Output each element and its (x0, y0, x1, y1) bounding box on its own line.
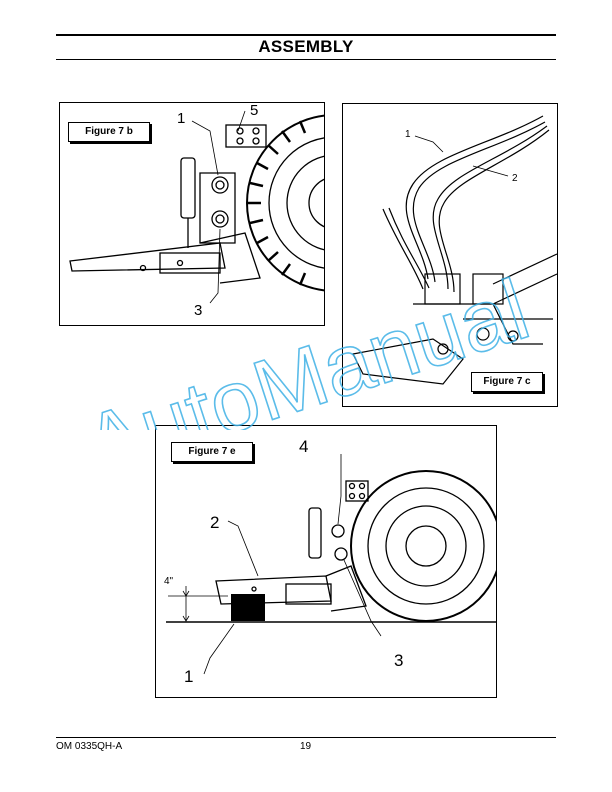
figure-7c: 1 2 Figure 7 c (342, 103, 558, 407)
support-block (231, 594, 265, 621)
footer-page-number: 19 (300, 741, 312, 752)
figure-7e-drawing (166, 454, 496, 675)
figure-7e-dimension: 4" (164, 576, 174, 587)
figure-7e: Figure 7 e 4 2 4" 3 1 (155, 425, 497, 698)
page-title: ASSEMBLY (258, 37, 354, 56)
figure-7b-label: Figure 7 b (68, 122, 150, 142)
footer-rule (56, 737, 556, 738)
figure-7c-callout-1: 1 (405, 129, 411, 140)
figure-7b-callout-1: 1 (177, 110, 186, 127)
figure-7e-callout-3: 3 (394, 651, 404, 670)
figure-7b: Figure 7 b 1 5 3 (59, 102, 325, 326)
figure-7b-callout-5: 5 (250, 102, 259, 119)
figure-7c-drawing (352, 115, 557, 385)
header-rule-bottom (56, 59, 556, 60)
figure-7e-callout-2: 2 (210, 513, 220, 532)
figure-7c-callout-2: 2 (512, 173, 518, 184)
figure-7e-label: Figure 7 e (171, 442, 253, 462)
figure-7e-callout-4: 4 (299, 437, 309, 456)
footer-doc-id: OM 0335QH-A (56, 741, 123, 752)
figure-7b-callout-3: 3 (194, 302, 203, 319)
figure-7b-drawing (69, 110, 324, 304)
header-rule-top (56, 34, 556, 36)
figure-7e-callout-1: 1 (184, 667, 194, 686)
figure-7c-label: Figure 7 c (471, 372, 543, 392)
